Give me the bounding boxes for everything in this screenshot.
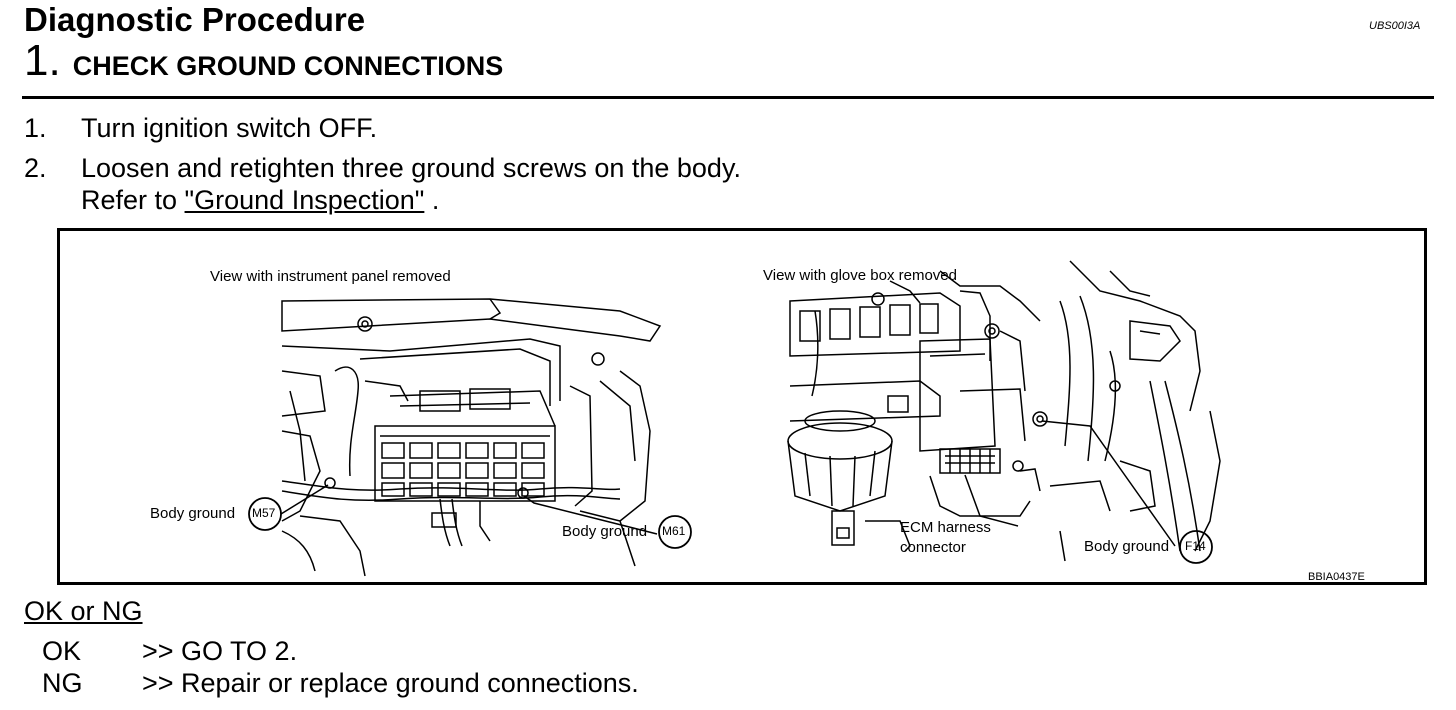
right-view-caption: View with glove box removed bbox=[763, 267, 957, 284]
result-action: >> Repair or replace ground connections. bbox=[142, 668, 639, 698]
result-row-ng: NG >> Repair or replace ground connection… bbox=[42, 667, 639, 699]
body-ground-label-m57: Body ground bbox=[150, 505, 236, 522]
result-key: NG bbox=[42, 668, 83, 698]
instruction-text: Loosen and retighten three ground screws… bbox=[81, 153, 741, 183]
diagram-figure: View with instrument panel removed View … bbox=[57, 228, 1427, 585]
figure-id: BBIA0437E bbox=[1308, 571, 1365, 583]
header-divider bbox=[22, 96, 1434, 99]
result-row-ok: OK >> GO TO 2. bbox=[42, 635, 297, 667]
reference-prefix: Refer to bbox=[81, 185, 185, 215]
instruction-step-2: 2. Loosen and retighten three ground scre… bbox=[24, 152, 741, 184]
step-number: 1. bbox=[24, 36, 61, 85]
reference-suffix: . bbox=[424, 185, 440, 215]
result-key: OK bbox=[42, 636, 82, 666]
ecm-harness-label: ECM harness bbox=[900, 519, 991, 536]
diagram-illustration bbox=[248, 260, 1221, 577]
document-id: UBS00I3A bbox=[1369, 20, 1421, 32]
result-heading: OK or NG bbox=[24, 596, 143, 626]
instruction-step-1: 1. Turn ignition switch OFF. bbox=[24, 112, 377, 144]
instruction-number: 2. bbox=[24, 153, 47, 183]
ground-inspection-link[interactable]: "Ground Inspection" bbox=[184, 185, 425, 215]
connector-badge-m57: M57 bbox=[252, 506, 276, 520]
step-title: CHECK GROUND CONNECTIONS bbox=[72, 51, 504, 81]
instruction-reference: Refer to "Ground Inspection" . bbox=[81, 184, 439, 216]
ecm-connector-label: connector bbox=[900, 539, 966, 556]
result-action[interactable]: >> GO TO 2. bbox=[142, 636, 298, 666]
body-ground-label-f14: Body ground bbox=[1084, 538, 1170, 555]
instruction-text: Turn ignition switch OFF. bbox=[81, 113, 378, 143]
instruction-number: 1. bbox=[24, 113, 47, 143]
body-ground-label-m61: Body ground bbox=[562, 523, 648, 540]
step-heading: 1. CHECK GROUND CONNECTIONS bbox=[24, 38, 503, 94]
connector-badge-m61: M61 bbox=[662, 524, 686, 538]
connector-badge-f14: F14 bbox=[1185, 539, 1206, 553]
page-title: Diagnostic Procedure bbox=[24, 1, 366, 38]
left-view-caption: View with instrument panel removed bbox=[210, 268, 451, 285]
